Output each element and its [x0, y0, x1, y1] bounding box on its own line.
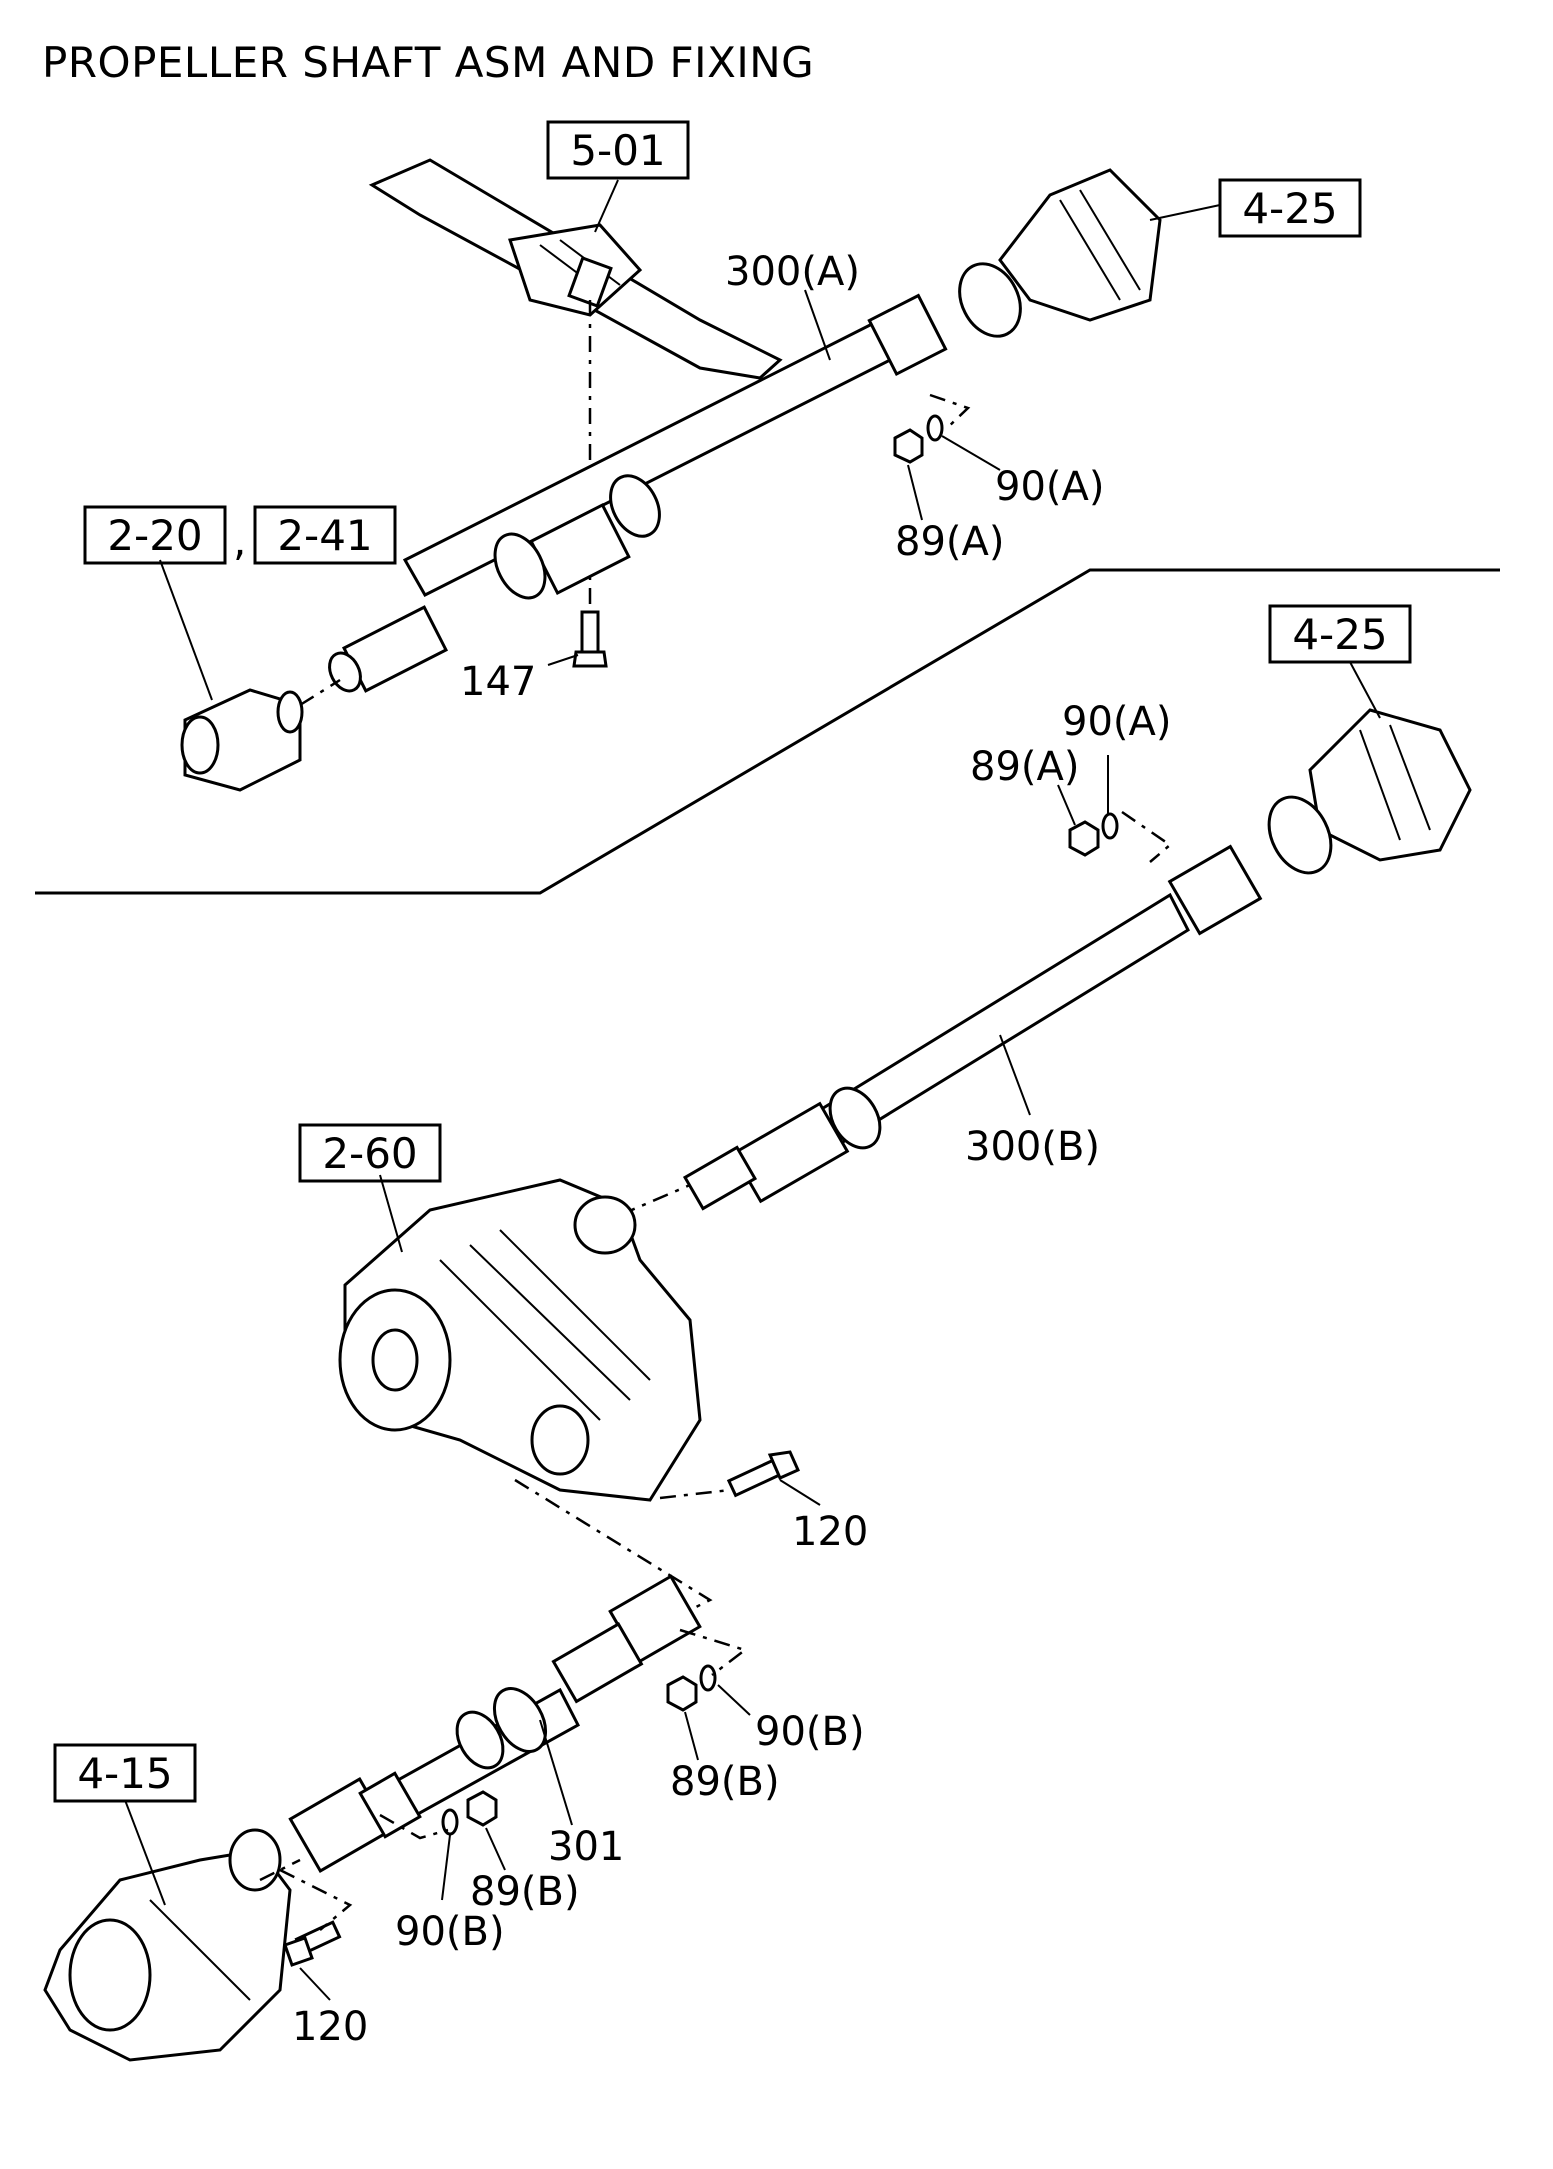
ref-box-4-15[interactable] — [53, 1743, 197, 1803]
bracket-90a-middle — [1121, 810, 1173, 863]
ref-label-5-01[interactable]: 5-01 — [570, 126, 665, 175]
ref-separator: , — [233, 516, 246, 565]
part-label-120-upper: 120 — [792, 1509, 868, 1555]
leader-301 — [539, 1719, 573, 1826]
leader-89a-middle — [1057, 784, 1076, 826]
nut-89a-middle — [1068, 812, 1119, 857]
leader-300b — [999, 1034, 1031, 1116]
part-label-300b: 300(B) — [965, 1124, 1100, 1170]
part-label-90b-lower: 90(B) — [395, 1909, 505, 1955]
leader-2-20 — [159, 559, 213, 701]
bolt-120-upper — [726, 1450, 800, 1498]
centerline-top-shaft — [299, 678, 341, 707]
ref-label-2-41[interactable]: 2-41 — [277, 511, 372, 560]
ref-label-2-60[interactable]: 2-60 — [322, 1129, 417, 1178]
part-label-147: 147 — [460, 659, 536, 705]
transfer-case — [338, 1178, 702, 1502]
front-differential — [43, 1828, 292, 2062]
part-label-90b-right: 90(B) — [755, 1709, 865, 1755]
propeller-shaft-a — [328, 293, 948, 693]
nut-89a-top — [893, 414, 944, 464]
crossmember-leader — [594, 179, 619, 233]
leader-4-15 — [124, 1799, 166, 1906]
nut-89b-lower — [441, 1790, 498, 1836]
ref-box-2-20[interactable] — [83, 505, 227, 565]
leader-90b-lower — [441, 1834, 451, 1901]
part-label-89b-lower: 89(B) — [470, 1869, 580, 1915]
front-propeller-shaft — [288, 1574, 702, 1874]
centerline-front-diff — [259, 1858, 301, 1882]
leader-89b-lower — [485, 1827, 506, 1871]
leader-120-lower — [299, 1967, 331, 2001]
crossmember-part — [368, 158, 783, 380]
leader-120-upper — [779, 1479, 821, 1506]
part-label-300a: 300(A) — [725, 249, 860, 295]
ref-label-4-25-top[interactable]: 4-25 — [1242, 184, 1337, 233]
part-label-90a-middle: 90(A) — [1062, 699, 1171, 745]
leader-89b-right — [684, 1711, 699, 1761]
ref-label-4-15[interactable]: 4-15 — [77, 1749, 172, 1798]
part-label-120-lower: 120 — [292, 2004, 368, 2050]
ref-box-2-41[interactable] — [253, 505, 397, 565]
ref-box-4-25-top[interactable] — [1218, 178, 1362, 238]
centerline-120-upper — [659, 1488, 731, 1500]
ref-label-2-20[interactable]: 2-20 — [107, 511, 202, 560]
leader-300a — [804, 289, 831, 361]
part-label-89b-right: 89(B) — [670, 1759, 780, 1805]
leader-90a-top — [941, 435, 1001, 471]
centerline-120-lower — [279, 1868, 353, 1931]
ref-box-4-25-bottom[interactable] — [1268, 604, 1412, 664]
nut-89b-right — [666, 1664, 717, 1712]
rear-differential-bottom — [1267, 708, 1472, 875]
section-divider-line — [35, 568, 1500, 895]
leader-4-25-bottom — [1349, 661, 1381, 719]
leader-4-25-top — [1149, 204, 1221, 221]
ref-box-5-01[interactable] — [546, 120, 690, 180]
part-label-89a-middle: 89(A) — [970, 744, 1079, 790]
bolt-147 — [572, 610, 608, 668]
part-label-90a-top: 90(A) — [995, 464, 1104, 510]
propeller-shaft-b — [682, 844, 1263, 1211]
part-label-301: 301 — [548, 1824, 624, 1870]
ref-label-4-25-bottom[interactable]: 4-25 — [1292, 610, 1387, 659]
bracket-90b-lower — [379, 1813, 449, 1840]
leader-147 — [547, 654, 579, 666]
leader-2-60 — [379, 1174, 403, 1253]
leader-90b-right — [717, 1684, 751, 1716]
bolt-120-lower — [283, 1920, 342, 1967]
bracket-90a-top — [929, 393, 971, 431]
rear-differential-top — [958, 168, 1162, 338]
leader-89a-top — [907, 464, 923, 521]
ref-box-2-60[interactable] — [298, 1123, 442, 1183]
page-title: PROPELLER SHAFT ASM AND FIXING — [42, 38, 815, 87]
part-label-89a-top: 89(A) — [895, 519, 1004, 565]
transmission-flange-top — [180, 688, 304, 792]
